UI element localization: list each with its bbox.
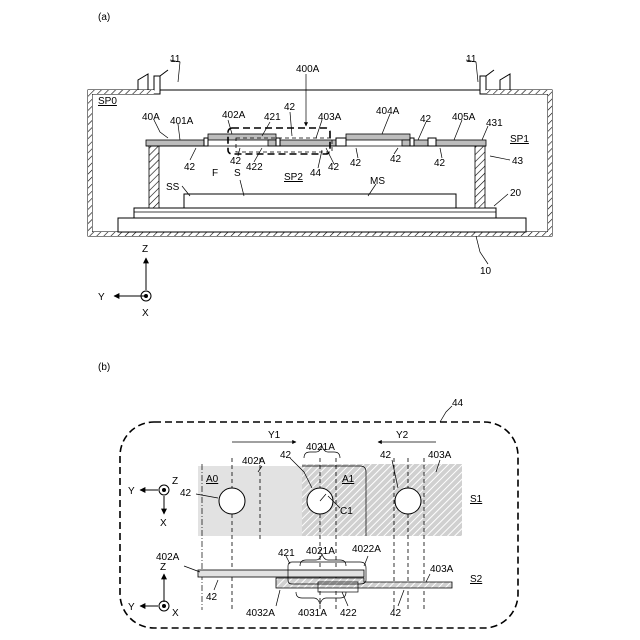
axis-a-z: Z	[142, 244, 148, 255]
label-42-b6: 42	[434, 158, 446, 169]
substrate-S	[184, 194, 456, 208]
axis-b-top-x: X	[160, 518, 167, 529]
axis-b-bottom-x: X	[172, 608, 179, 619]
label-42-bot2: 42	[390, 608, 402, 619]
label-b-44: 44	[452, 398, 464, 409]
label-4031A: 4031A	[298, 608, 327, 619]
label-42-t1: 42	[284, 102, 296, 113]
axis-a-x: X	[142, 308, 149, 319]
label-SP2: SP2	[284, 172, 303, 183]
label-404A: 404A	[376, 106, 400, 117]
label-422: 422	[246, 162, 263, 173]
hole-403A	[395, 488, 421, 514]
mask-plates	[146, 134, 486, 146]
label-11-left: 11	[170, 54, 181, 65]
axis-b-bottom-z: Z	[160, 562, 166, 573]
label-S1: S1	[470, 494, 483, 505]
wall-43-left	[149, 146, 159, 208]
label-4021A-s2: 4021A	[306, 546, 335, 557]
axis-a-y: Y	[98, 292, 105, 303]
panel-b-caption: (b)	[98, 362, 110, 373]
label-F: F	[212, 168, 218, 179]
label-403A-s2: 403A	[430, 564, 454, 575]
label-MS: MS	[370, 176, 385, 187]
label-S: S	[234, 168, 241, 179]
panel-a: (a)	[88, 12, 552, 319]
label-42-bot1: 42	[206, 592, 218, 603]
label-SP0: SP0	[98, 96, 117, 107]
label-44: 44	[310, 168, 322, 179]
label-Y2: Y2	[396, 430, 409, 441]
label-405A: 405A	[452, 112, 476, 123]
label-402A: 402A	[222, 110, 246, 121]
label-403A-top: 403A	[428, 450, 452, 461]
label-A0: A0	[206, 474, 219, 485]
label-42-top1: 42	[280, 450, 292, 461]
label-403A: 403A	[318, 112, 342, 123]
hole-a0	[219, 488, 245, 514]
label-42-b5: 42	[390, 154, 402, 165]
label-421: 421	[278, 548, 295, 559]
label-43: 43	[512, 156, 524, 167]
panel-b: (b) 44	[98, 362, 518, 628]
label-421: 421	[264, 112, 281, 123]
label-20: 20	[510, 188, 522, 199]
wall-43-right	[475, 146, 485, 208]
label-42-b2: 42	[230, 156, 242, 167]
axes-a: Z Y X	[98, 244, 151, 319]
label-A1: A1	[342, 474, 355, 485]
axis-b-bottom-y: Y	[128, 602, 135, 613]
plate-402A-s2	[198, 570, 364, 577]
label-42-t2: 42	[420, 114, 432, 125]
axis-b-top-y: Y	[128, 486, 135, 497]
panel-a-caption: (a)	[98, 12, 110, 23]
label-11-right: 11	[466, 54, 477, 65]
label-4032A: 4032A	[246, 608, 275, 619]
label-400A: 400A	[296, 64, 320, 75]
label-402A-top: 402A	[242, 456, 266, 467]
stage-20	[118, 208, 526, 232]
label-Y1: Y1	[268, 430, 281, 441]
label-C1: C1	[340, 506, 353, 517]
label-SP1: SP1	[510, 134, 529, 145]
axes-b-top: Z Y X	[128, 476, 178, 529]
label-4021A: 4021A	[306, 442, 335, 453]
label-42-b3: 42	[328, 162, 340, 173]
label-401A: 401A	[170, 116, 194, 127]
label-10: 10	[480, 266, 492, 277]
s2-cross-section	[184, 554, 452, 606]
label-42-top2: 42	[380, 450, 392, 461]
axes-b-bottom: Z Y X	[128, 562, 179, 619]
axis-b-top-z: Z	[172, 476, 178, 487]
label-S2: S2	[470, 574, 483, 585]
label-42-b1: 42	[184, 162, 196, 173]
label-42-left: 42	[180, 488, 192, 499]
label-431: 431	[486, 118, 503, 129]
label-4022A: 4022A	[352, 544, 381, 555]
label-42-b4: 42	[350, 158, 362, 169]
label-SS: SS	[166, 182, 180, 193]
label-422: 422	[340, 608, 357, 619]
label-40A: 40A	[142, 112, 160, 123]
